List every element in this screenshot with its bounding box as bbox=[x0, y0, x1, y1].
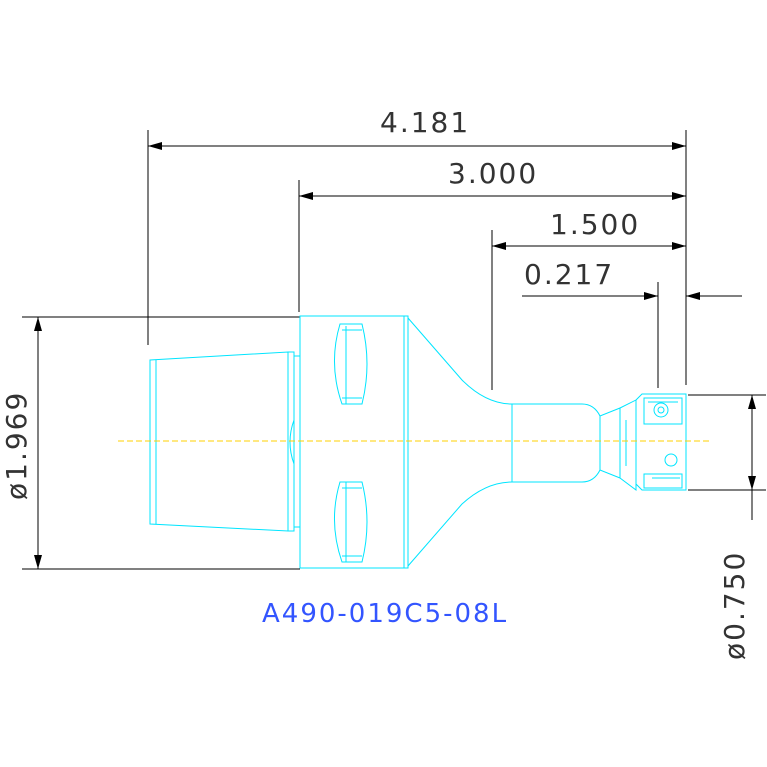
cutting-insert bbox=[643, 397, 683, 489]
tool-outline bbox=[149, 315, 687, 569]
gauge-length-label: 3.000 bbox=[448, 157, 538, 190]
cut-diameter-label: ø0.750 bbox=[718, 551, 751, 660]
neck-length-label: 1.500 bbox=[550, 208, 640, 241]
dimension-overall-length: 4.181 bbox=[147, 106, 687, 385]
overall-length-label: 4.181 bbox=[380, 106, 470, 139]
dimension-cut-diameter: ø0.750 bbox=[688, 394, 766, 660]
flange-diameter-label: ø1.969 bbox=[0, 391, 33, 500]
dimension-neck-length: 1.500 bbox=[491, 208, 686, 390]
dimension-flange-diameter: ø1.969 bbox=[0, 316, 300, 570]
insert-offset-label: 0.217 bbox=[524, 258, 614, 291]
dimension-gauge-length: 3.000 bbox=[298, 157, 686, 312]
dimension-insert-offset: 0.217 bbox=[522, 258, 742, 388]
part-number: A490-019C5-08L bbox=[262, 599, 508, 629]
